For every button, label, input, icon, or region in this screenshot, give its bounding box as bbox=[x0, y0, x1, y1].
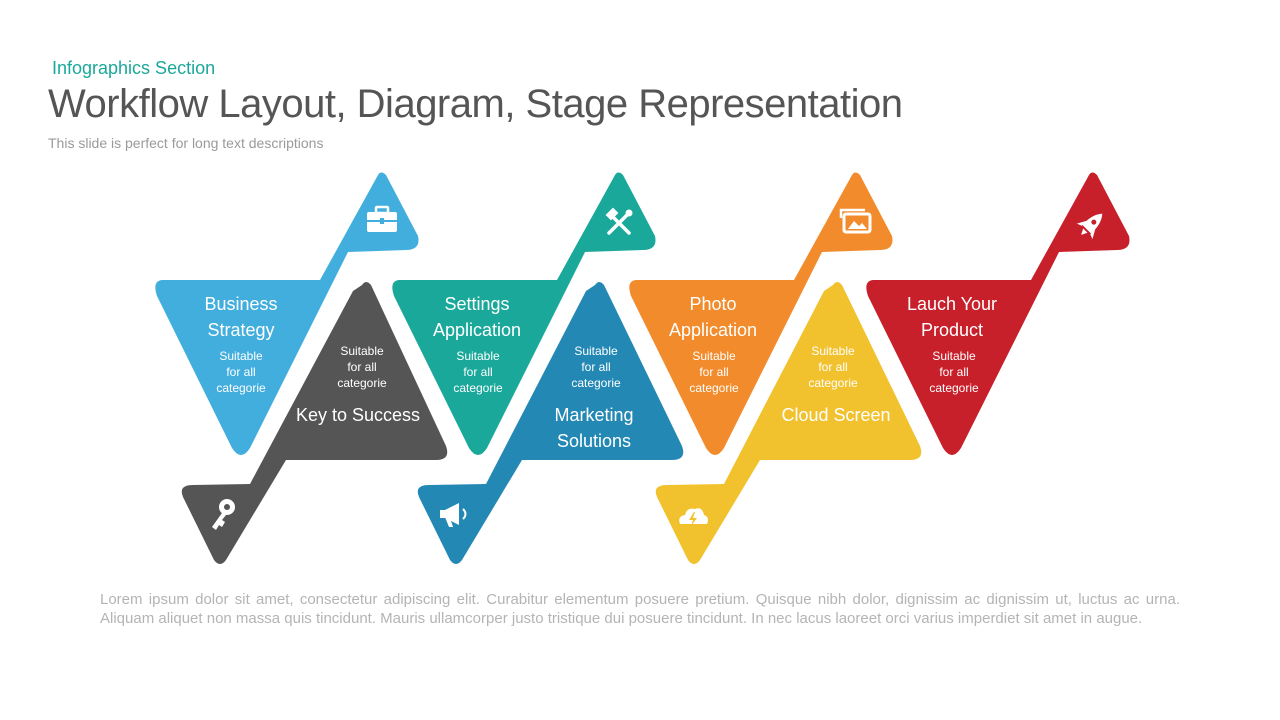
stage-1-title-1: Business bbox=[204, 294, 277, 314]
briefcase-icon bbox=[367, 205, 397, 232]
stage-1-shape bbox=[155, 172, 419, 455]
stage-7-title-1: Lauch Your bbox=[907, 294, 997, 314]
stage-7: Lauch Your Product Suitable for all cate… bbox=[866, 172, 1130, 455]
stage-3-desc-3: categorie bbox=[453, 381, 503, 395]
page-title: Workflow Layout, Diagram, Stage Represen… bbox=[48, 82, 903, 126]
stage-2-shape bbox=[181, 282, 448, 564]
page-subtitle: This slide is perfect for long text desc… bbox=[48, 135, 324, 151]
stage-7-desc-1: Suitable bbox=[932, 349, 976, 363]
stage-1-desc-3: categorie bbox=[216, 381, 266, 395]
stage-5: Photo Application Suitable for all categ… bbox=[629, 172, 893, 455]
tools-icon bbox=[605, 207, 633, 235]
stage-5-desc-1: Suitable bbox=[692, 349, 736, 363]
stage-6: Suitable for all categorie Cloud Screen bbox=[655, 282, 922, 564]
stage-7-shape bbox=[866, 172, 1130, 455]
stage-3-title-1: Settings bbox=[444, 294, 509, 314]
stage-2: Suitable for all categorie Key to Succes… bbox=[181, 282, 448, 564]
stage-3-desc-1: Suitable bbox=[456, 349, 500, 363]
rocket-icon bbox=[1076, 213, 1103, 240]
stage-6-desc-3: categorie bbox=[808, 376, 858, 390]
stage-4-title-1: Marketing bbox=[554, 405, 633, 425]
stage-6-desc-2: for all bbox=[818, 360, 847, 374]
section-label: Infographics Section bbox=[52, 58, 216, 78]
stage-5-shape bbox=[629, 172, 893, 455]
stage-4-desc-2: for all bbox=[581, 360, 610, 374]
stage-3: Settings Application Suitable for all ca… bbox=[392, 172, 656, 455]
stage-7-desc-2: for all bbox=[939, 365, 968, 379]
stage-2-desc-1: Suitable bbox=[340, 344, 384, 358]
stage-6-desc-1: Suitable bbox=[811, 344, 855, 358]
stage-5-title-1: Photo bbox=[689, 294, 736, 314]
stage-7-desc-3: categorie bbox=[929, 381, 979, 395]
stage-3-desc-2: for all bbox=[463, 365, 492, 379]
stage-2-title-1: Key to Success bbox=[296, 405, 420, 425]
stage-2-desc-3: categorie bbox=[337, 376, 387, 390]
megaphone-icon bbox=[440, 503, 467, 527]
body-paragraph: Lorem ipsum dolor sit amet, consectetur … bbox=[100, 591, 1180, 627]
stage-7-title-2: Product bbox=[921, 320, 983, 340]
stage-1-desc-2: for all bbox=[226, 365, 255, 379]
stage-4-shape bbox=[417, 282, 684, 564]
stage-5-title-2: Application bbox=[669, 320, 757, 340]
cloud-icon bbox=[679, 508, 708, 526]
stage-5-desc-3: categorie bbox=[689, 381, 739, 395]
stage-6-title-1: Cloud Screen bbox=[781, 405, 890, 425]
photo-icon bbox=[839, 208, 872, 234]
stage-1-desc-1: Suitable bbox=[219, 349, 263, 363]
stage-4-desc-3: categorie bbox=[571, 376, 621, 390]
stage-4: Suitable for all categorie Marketing Sol… bbox=[417, 282, 684, 564]
stage-1-title-2: Strategy bbox=[207, 320, 274, 340]
stage-6-shape bbox=[655, 282, 922, 564]
stage-4-title-2: Solutions bbox=[557, 431, 631, 451]
stage-3-title-2: Application bbox=[433, 320, 521, 340]
stage-3-shape bbox=[392, 172, 656, 455]
stage-5-desc-2: for all bbox=[699, 365, 728, 379]
stage-4-desc-1: Suitable bbox=[574, 344, 618, 358]
stage-1: Business Strategy Suitable for all categ… bbox=[155, 172, 419, 455]
key-icon bbox=[212, 499, 235, 530]
stage-2-desc-2: for all bbox=[347, 360, 376, 374]
